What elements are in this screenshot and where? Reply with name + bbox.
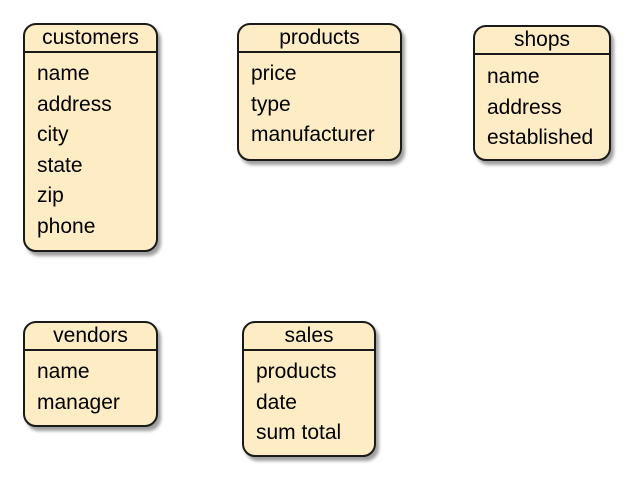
entity-title: sales	[244, 323, 374, 351]
field-state: state	[37, 153, 83, 177]
field-name: name	[37, 62, 90, 85]
field-price: price	[251, 62, 297, 85]
field-established: established	[487, 126, 594, 149]
entity-field-list: name address city state zip phone	[25, 53, 156, 242]
field-manager: manager	[37, 390, 120, 414]
field-products: products	[256, 360, 337, 383]
field-city: city	[37, 123, 69, 146]
entity-customers: customers name address city state zip ph…	[23, 23, 158, 252]
entity-shops: shops name address established	[473, 25, 611, 161]
field-sum-total: sum total	[256, 421, 342, 444]
entity-title: vendors	[25, 323, 156, 351]
field-zip: zip	[37, 184, 64, 207]
entity-field-list: products date sum total	[244, 351, 374, 449]
field-name: name	[487, 65, 540, 88]
field-type: type	[251, 92, 291, 116]
entity-title: customers	[25, 25, 156, 53]
entity-sales: sales products date sum total	[242, 321, 376, 457]
field-name: name	[37, 360, 90, 383]
entity-title: products	[239, 25, 400, 53]
entity-field-list: name manager	[25, 351, 156, 418]
field-date: date	[256, 390, 297, 414]
field-phone: phone	[37, 214, 96, 238]
field-manufacturer: manufacturer	[251, 123, 375, 146]
entity-products: products price type manufacturer	[237, 23, 402, 161]
entity-title: shops	[475, 27, 609, 55]
entity-vendors: vendors name manager	[23, 321, 158, 427]
field-address: address	[487, 95, 562, 119]
entity-field-list: price type manufacturer	[239, 53, 400, 151]
entity-field-list: name address established	[475, 55, 609, 154]
field-address: address	[37, 92, 112, 116]
